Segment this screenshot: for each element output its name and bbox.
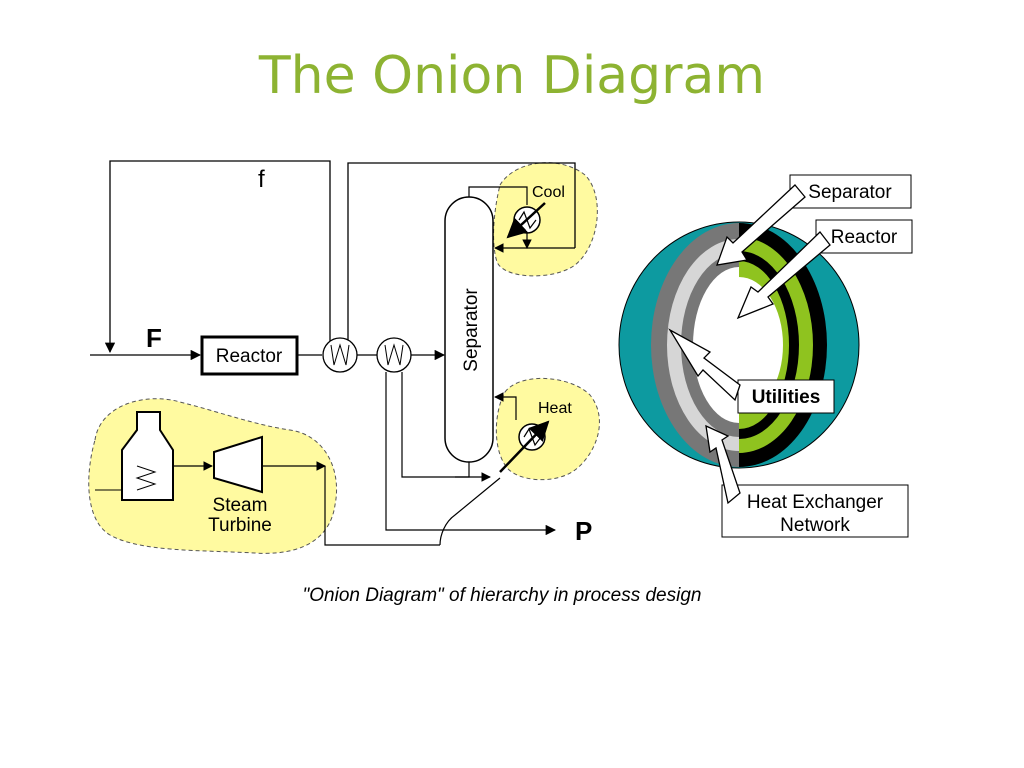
bottoms-line	[401, 372, 470, 478]
onion-label-utilities: Utilities	[752, 387, 821, 408]
cool-utility-arrow	[506, 202, 546, 239]
boiler-icon	[121, 411, 174, 501]
slide-title: The Onion Diagram	[258, 46, 766, 106]
steam-line-crossover	[439, 477, 501, 546]
reboiler-return	[494, 392, 517, 420]
hen-pointer-arrow	[705, 424, 741, 505]
stream-label-recycle: f	[258, 166, 265, 193]
heat-utility-zone	[495, 377, 600, 481]
onion-rings: Separator Reactor Utilities Heat Exchang…	[618, 174, 913, 538]
reactor-label: Reactor	[216, 346, 283, 367]
figure-caption: "Onion Diagram" of hierarchy in process …	[303, 585, 702, 606]
stream-label-product: P	[575, 516, 592, 546]
product-line	[385, 372, 445, 531]
hen-box	[721, 484, 909, 538]
overhead-line	[468, 186, 528, 205]
heat-utility-arrow	[499, 420, 550, 473]
cool-utility-zone	[493, 162, 598, 277]
separator-pointer-arrow	[716, 184, 806, 266]
reactor-pointer-arrow	[736, 231, 831, 320]
separator-label: Separator	[461, 288, 482, 372]
onion-label-reactor: Reactor	[831, 227, 898, 248]
onion-label-separator: Separator	[808, 182, 892, 203]
separator-box	[789, 174, 912, 209]
exchanger-1-coil	[330, 343, 350, 366]
heat-label: Heat	[538, 400, 572, 417]
cool-label: Cool	[532, 184, 565, 201]
stream-label-feed: F	[146, 323, 162, 353]
heat-exchanger-1	[322, 337, 358, 373]
heat-exchanger-2	[376, 337, 412, 373]
utilities-pointer-arrow	[668, 328, 741, 402]
recycle-line	[104, 160, 331, 354]
steam-turbine-label-line2: Turbine	[208, 515, 272, 536]
steam-turbine-icon	[213, 435, 263, 494]
utilities-box	[737, 379, 835, 414]
onion-label-hen-line1: Heat Exchanger	[747, 492, 884, 513]
reactor-box	[815, 219, 913, 254]
boiler-coil	[135, 465, 157, 491]
onion-label-hen-line2: Network	[780, 515, 850, 536]
steam-turbine-label-line1: Steam	[213, 495, 268, 516]
exchanger-2-coil	[384, 343, 404, 366]
exhaust-steam-line	[324, 466, 440, 546]
process-flowsheet: f F Reactor Separator Cool Heat	[88, 160, 702, 606]
return-line-up	[347, 162, 576, 340]
